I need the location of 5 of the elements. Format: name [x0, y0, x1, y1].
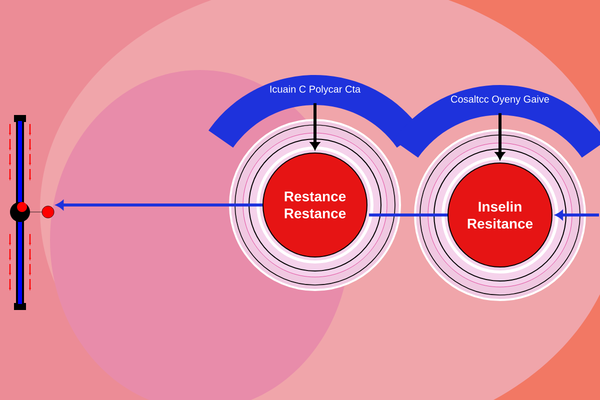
- receptor-drawing: [9, 115, 54, 310]
- arrow: [555, 210, 599, 220]
- arc-banner: Icuain C Polycar Cta: [208, 75, 422, 148]
- arrow: [56, 200, 262, 210]
- node-label: Cosaltcc Oyeny Gaive: [451, 95, 549, 105]
